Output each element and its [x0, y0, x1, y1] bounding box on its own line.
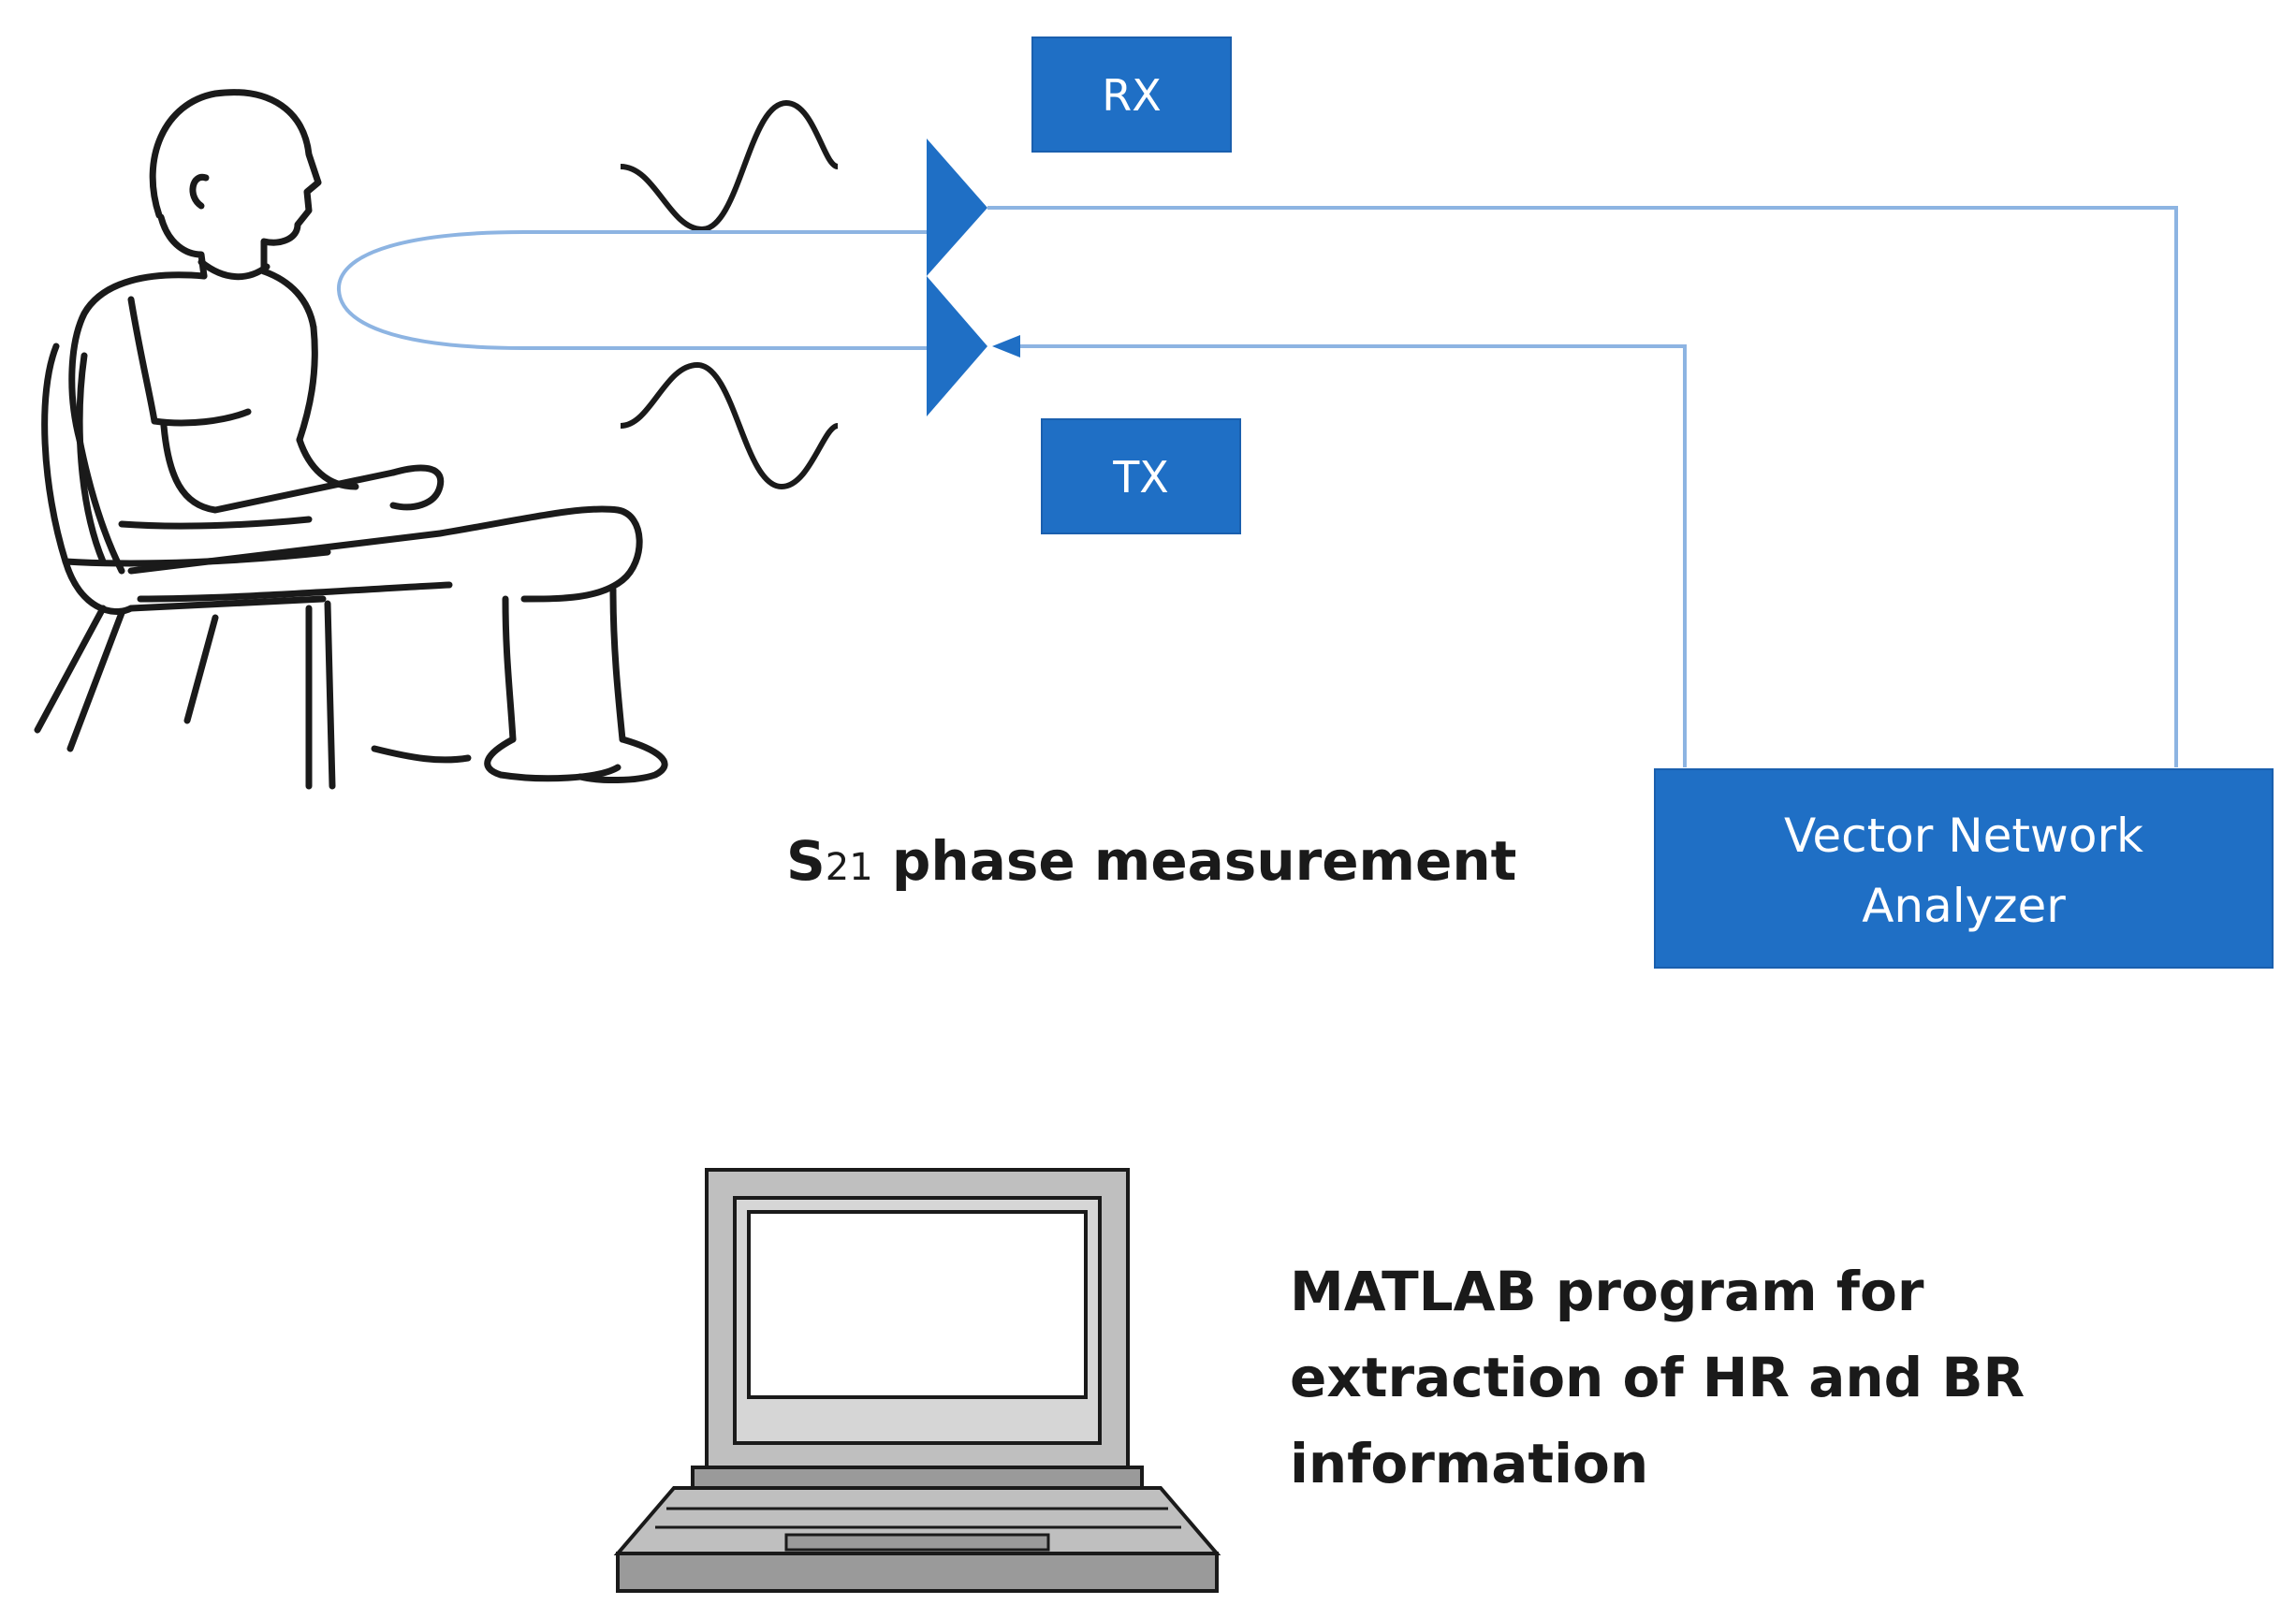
radar-beam [336, 230, 927, 350]
rx-label: RX [1102, 70, 1161, 121]
matlab-caption-line3: information [1290, 1432, 1648, 1495]
matlab-caption-line1: MATLAB program for [1290, 1260, 1924, 1323]
laptop-icon [613, 1168, 1221, 1593]
tx-box: TX [1041, 418, 1241, 534]
tx-cable-arrow-icon [992, 335, 1020, 357]
matlab-caption-line2: extraction of HR and BR [1290, 1346, 2025, 1409]
rx-box: RX [1031, 36, 1232, 153]
vna-label-line2: Analyzer [1862, 879, 2066, 933]
seated-person-sketch-icon [34, 89, 668, 790]
tx-antenna-icon [927, 276, 987, 416]
vna-label-line1: Vector Network [1784, 809, 2143, 863]
s21-caption-subscript: 21 [826, 846, 873, 889]
tx-label: TX [1112, 452, 1169, 503]
tx-cable [1013, 344, 1687, 767]
s21-caption: S21 phase measurement [786, 829, 1516, 893]
s21-caption-rest: phase measurement [873, 829, 1517, 893]
rx-antenna-icon [927, 139, 987, 276]
s21-caption-s: S [786, 829, 826, 893]
vna-box: Vector Network Analyzer [1654, 768, 2274, 969]
sine-wave-icon [620, 99, 840, 490]
rx-cable [987, 206, 2178, 767]
